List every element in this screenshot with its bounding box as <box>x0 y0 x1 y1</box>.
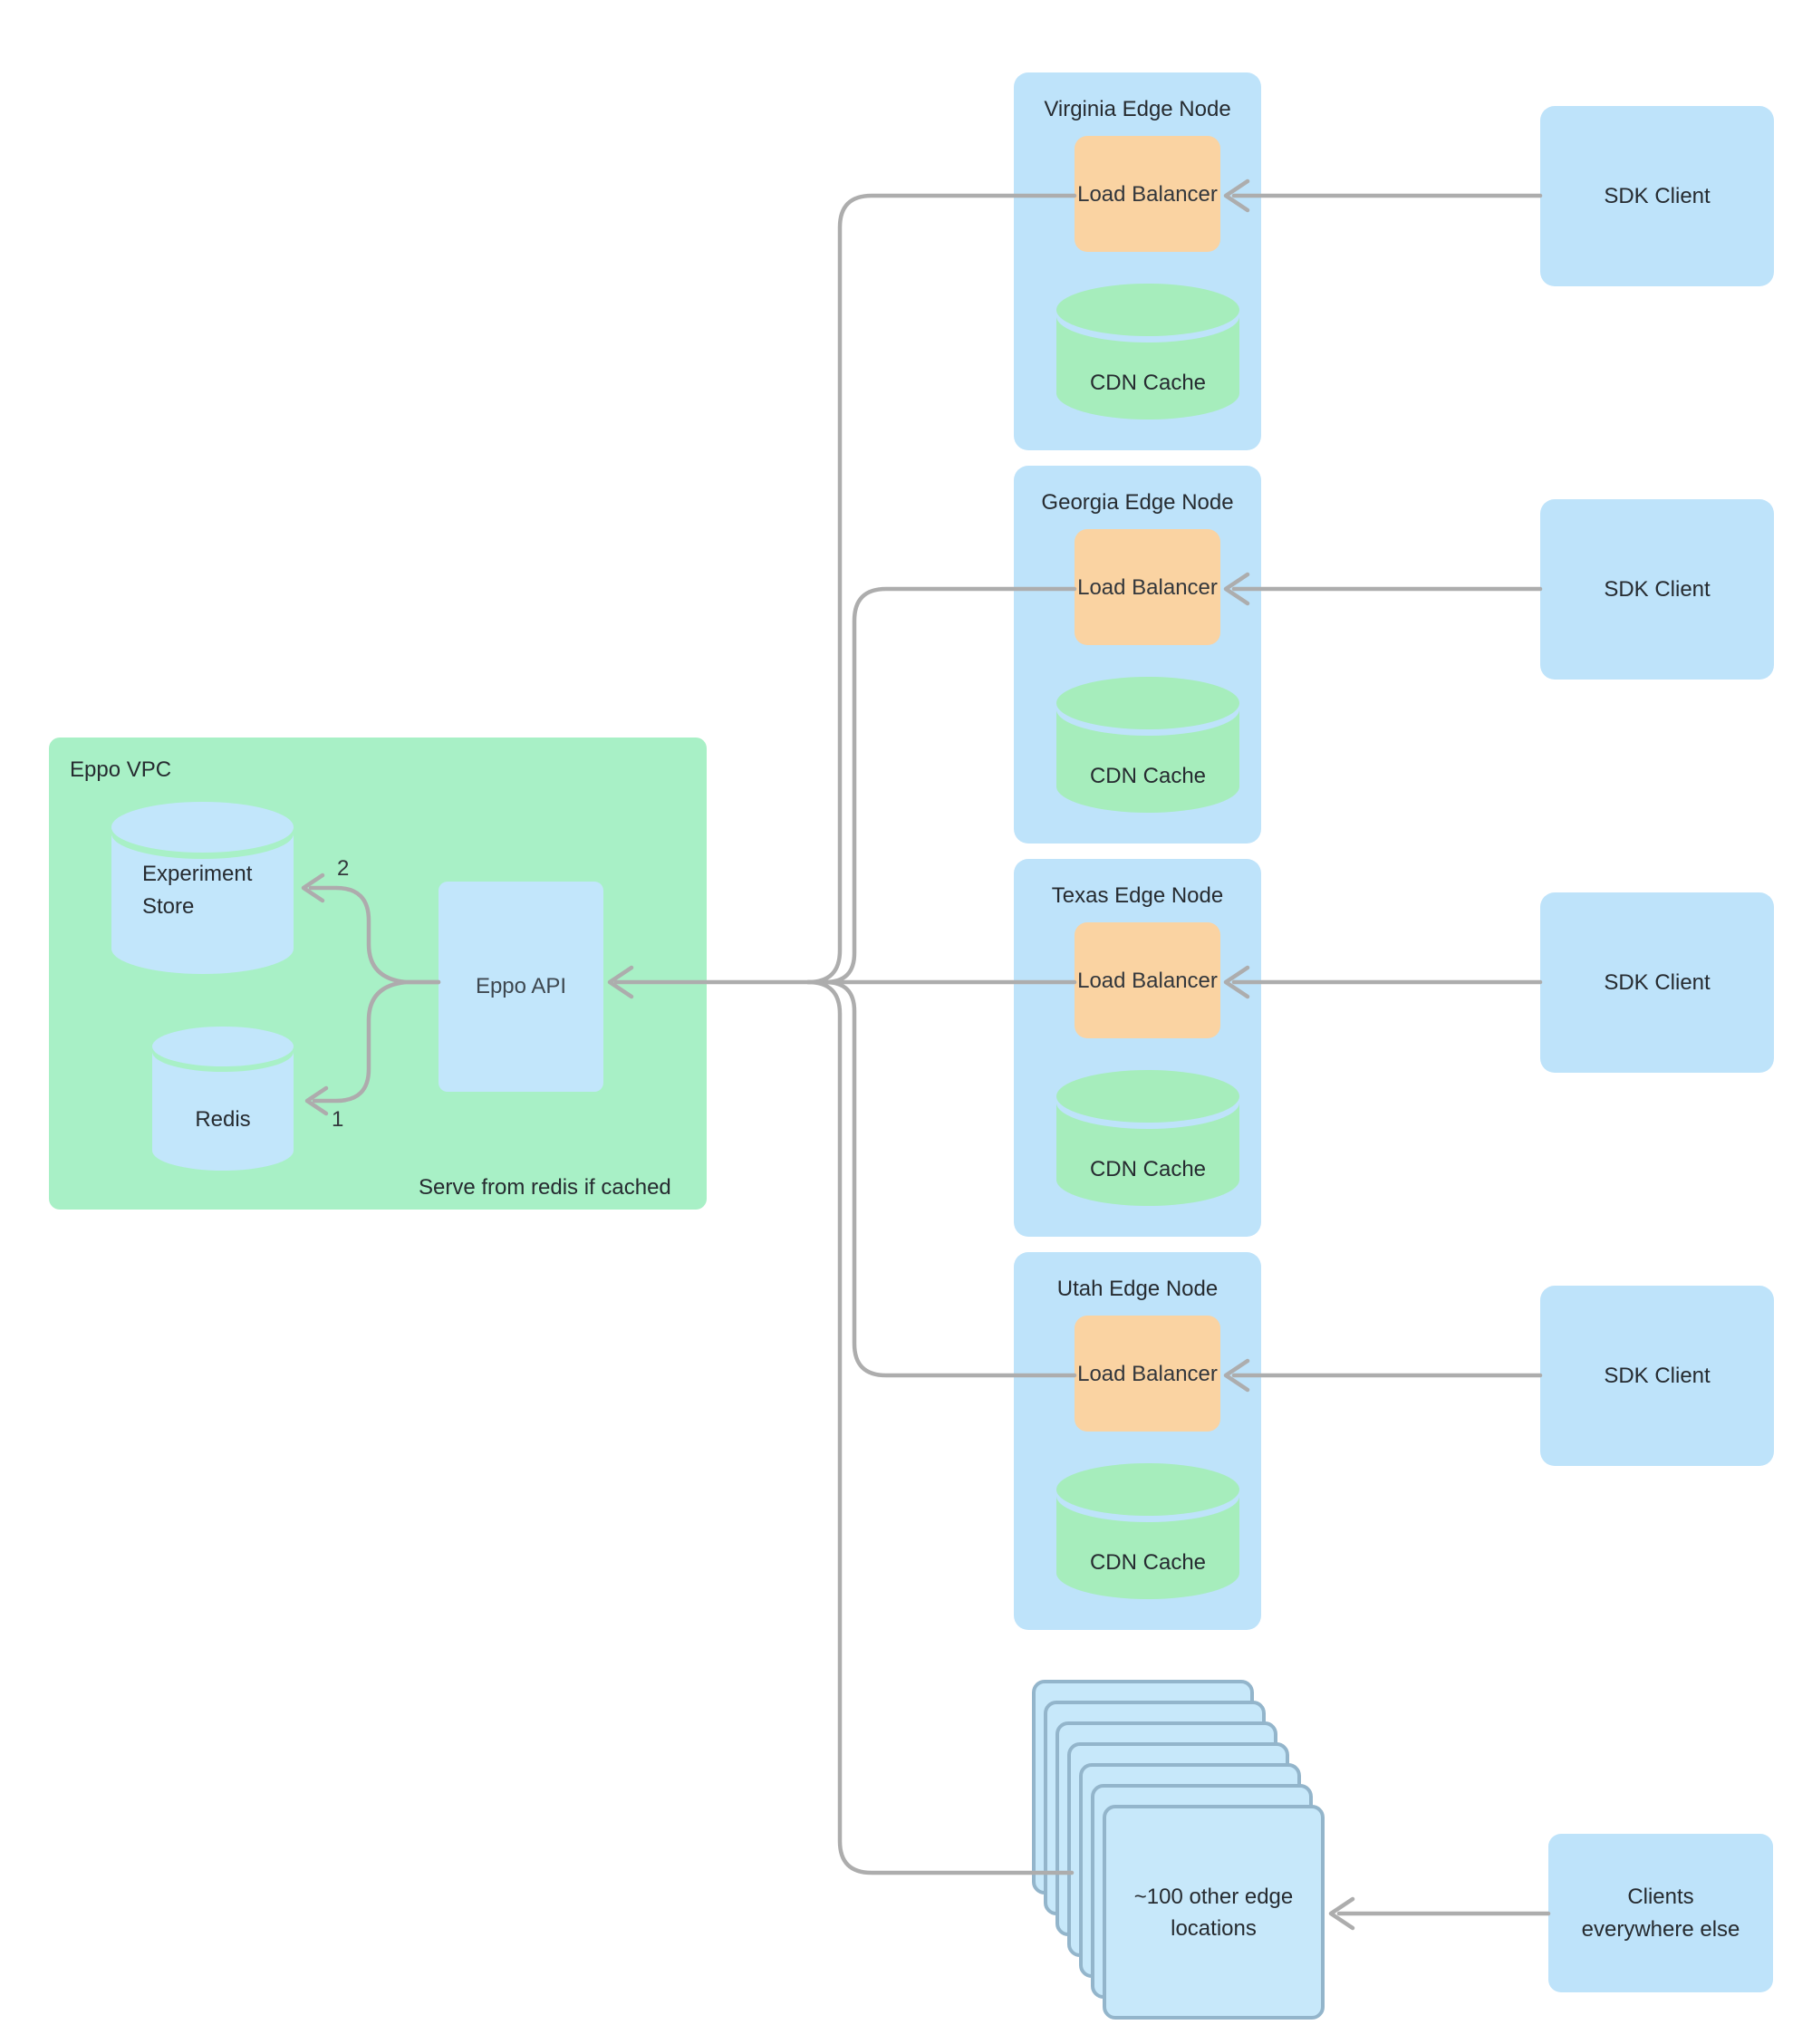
edge-node-title: Virginia Edge Node <box>1044 97 1231 121</box>
clients-everywhere-node: Clients everywhere else <box>1548 1834 1773 1992</box>
sdk-client-label: SDK Client <box>1604 577 1711 602</box>
other-edge-locations-node: ~100 other edge locations <box>1103 1805 1325 2020</box>
cdn-cache-cylinder: CDN Cache <box>1056 677 1239 813</box>
edge-node-title: Texas Edge Node <box>1051 883 1224 908</box>
step-1-label: 1 <box>332 1107 344 1132</box>
cylinder-shape-icon <box>1056 677 1239 813</box>
eppo-vpc-container: Eppo VPC Serve from redis if cached Expe… <box>49 738 707 1210</box>
cdn-cache-cylinder: CDN Cache <box>1056 1070 1239 1206</box>
cdn-cache-label: CDN Cache <box>1089 1550 1207 1575</box>
load-balancer-node: Load Balancer <box>1075 1316 1220 1432</box>
cdn-cache-cylinder: CDN Cache <box>1056 1463 1239 1599</box>
clients-everywhere-label: Clients everywhere else <box>1581 1884 1740 1942</box>
redis-label: Redis <box>195 1107 251 1132</box>
cdn-cache-cylinder: CDN Cache <box>1056 284 1239 419</box>
edge-node-title: Georgia Edge Node <box>1041 490 1234 515</box>
sdk-client-node: SDK Client <box>1540 892 1774 1073</box>
edge-node-title: Utah Edge Node <box>1056 1277 1219 1301</box>
experiment-store-label: Experiment Store <box>142 862 253 919</box>
load-balancer-node: Load Balancer <box>1075 529 1220 645</box>
vpc-note: Serve from redis if cached <box>419 1175 671 1200</box>
other-edge-locations-label: ~100 other edge locations <box>1133 1884 1294 1941</box>
redis-cylinder: Redis <box>152 1027 294 1171</box>
cdn-cache-label: CDN Cache <box>1089 371 1207 395</box>
cdn-cache-label: CDN Cache <box>1089 764 1207 788</box>
arrowhead-left-icon <box>1328 1896 1355 1931</box>
sdk-client-node: SDK Client <box>1540 499 1774 680</box>
sdk-client-node: SDK Client <box>1540 1286 1774 1466</box>
edge-node-utah: Utah Edge Node Load Balancer CDN Cache <box>1014 1252 1261 1630</box>
eppo-api-node: Eppo API <box>439 882 603 1092</box>
sdk-client-node: SDK Client <box>1540 106 1774 286</box>
edge-node-texas: Texas Edge Node Load Balancer CDN Cache <box>1014 859 1261 1237</box>
cylinder-shape-icon <box>1056 284 1239 419</box>
eppo-api-label: Eppo API <box>475 974 567 998</box>
vpc-title: Eppo VPC <box>70 757 172 782</box>
edge-node-georgia: Georgia Edge Node Load Balancer CDN Cach… <box>1014 466 1261 844</box>
step-2-label: 2 <box>337 856 350 881</box>
edge-node-virginia: Virginia Edge Node Load Balancer CDN Cac… <box>1014 72 1261 450</box>
cylinder-shape-icon <box>1056 1070 1239 1206</box>
cylinder-shape-icon <box>111 802 294 974</box>
cylinder-shape-icon <box>1056 1463 1239 1599</box>
sdk-client-label: SDK Client <box>1604 184 1711 208</box>
sdk-client-label: SDK Client <box>1604 1364 1711 1388</box>
sdk-client-label: SDK Client <box>1604 970 1711 995</box>
load-balancer-node: Load Balancer <box>1075 136 1220 252</box>
experiment-store-cylinder: Experiment Store <box>111 802 294 974</box>
load-balancer-node: Load Balancer <box>1075 922 1220 1038</box>
cdn-cache-label: CDN Cache <box>1089 1157 1207 1181</box>
cylinder-shape-icon <box>152 1027 294 1171</box>
